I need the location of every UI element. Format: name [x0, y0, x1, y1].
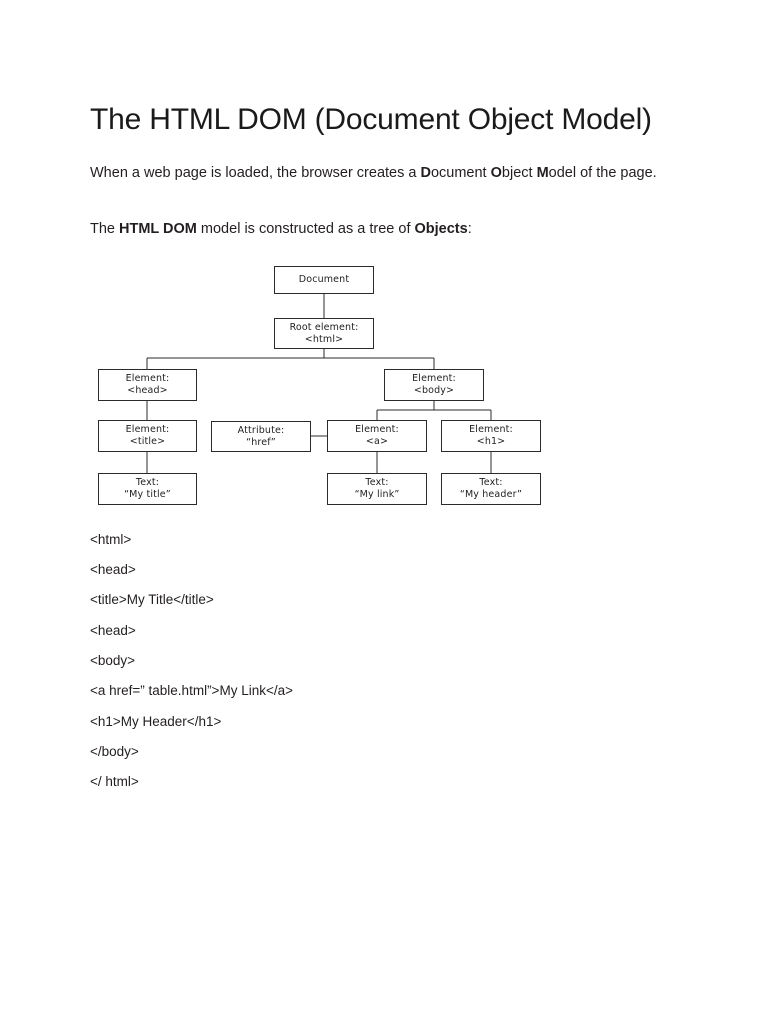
dom-node-element-a: Element:<a> — [327, 420, 427, 452]
code-line: <html> — [90, 532, 132, 547]
dom-node-label: Attribute: — [237, 424, 285, 436]
dom-node-label: “My link” — [354, 489, 400, 500]
dom-node-label: Text: — [365, 477, 389, 488]
text-run: The — [90, 221, 120, 237]
dom-node-label: Text: — [135, 477, 160, 488]
dom-node-attribute-href: Attribute:“href” — [211, 421, 311, 452]
paragraph-tree-intro: The HTML DOM model is constructed as a t… — [90, 219, 675, 239]
dom-node-label: Document — [298, 274, 350, 285]
dom-node-element-body: Element:<body> — [384, 369, 484, 401]
code-line: <head> — [90, 562, 136, 577]
code-line: <a href=” table.html”>My Link</a> — [90, 683, 293, 698]
code-line: <title>My Title</title> — [90, 592, 214, 607]
text-run: Objects — [414, 221, 468, 237]
dom-node-label: Element: — [355, 424, 399, 435]
text-run: : — [467, 221, 472, 237]
dom-node-label: “My header” — [459, 489, 523, 500]
text-run: O — [490, 165, 502, 181]
code-line: </ html> — [90, 774, 139, 789]
dom-node-root-html: Root element:<html> — [274, 318, 374, 349]
text-run: D — [420, 165, 431, 181]
dom-node-label: Text: — [479, 477, 503, 488]
text-run: M — [536, 165, 549, 181]
code-line: <h1>My Header</h1> — [90, 714, 222, 729]
dom-node-label: <a> — [365, 436, 389, 447]
page-title: The HTML DOM (Document Object Model) — [90, 103, 652, 136]
code-line: <body> — [90, 653, 136, 668]
dom-node-element-head: Element:<head> — [98, 369, 197, 401]
paragraph-intro: When a web page is loaded, the browser c… — [90, 163, 675, 183]
text-run: HTML DOM — [119, 221, 197, 237]
code-line: </body> — [90, 744, 139, 759]
dom-node-label: Root element: — [289, 321, 359, 333]
dom-node-text-my-header: Text:“My header” — [441, 473, 541, 505]
dom-node-label: <title> — [129, 436, 166, 447]
dom-node-label: “My title” — [124, 489, 171, 500]
dom-node-label: <body> — [413, 385, 455, 396]
dom-node-text-my-link: Text:“My link” — [327, 473, 427, 505]
text-run: ocument — [430, 165, 491, 181]
code-line: <head> — [90, 623, 136, 638]
dom-node-label: <html> — [304, 333, 344, 345]
dom-node-label: <h1> — [476, 436, 506, 447]
text-run: When a web page is loaded, the browser c… — [90, 165, 421, 181]
dom-node-label: Element: — [125, 424, 170, 435]
dom-node-label: Element: — [469, 424, 513, 435]
dom-node-label: Element: — [412, 373, 456, 384]
text-run: model is constructed as a tree of — [196, 221, 415, 237]
text-run: odel of the page. — [548, 165, 657, 181]
dom-node-document: Document — [274, 266, 374, 294]
dom-node-text-my-title: Text:“My title” — [98, 473, 197, 505]
text-run: bject — [501, 165, 537, 181]
dom-node-element-h1: Element:<h1> — [441, 420, 541, 452]
dom-node-element-title: Element:<title> — [98, 420, 197, 452]
dom-node-label: Element: — [125, 373, 170, 384]
dom-node-label: “href” — [246, 436, 276, 448]
dom-node-label: <head> — [127, 385, 168, 396]
